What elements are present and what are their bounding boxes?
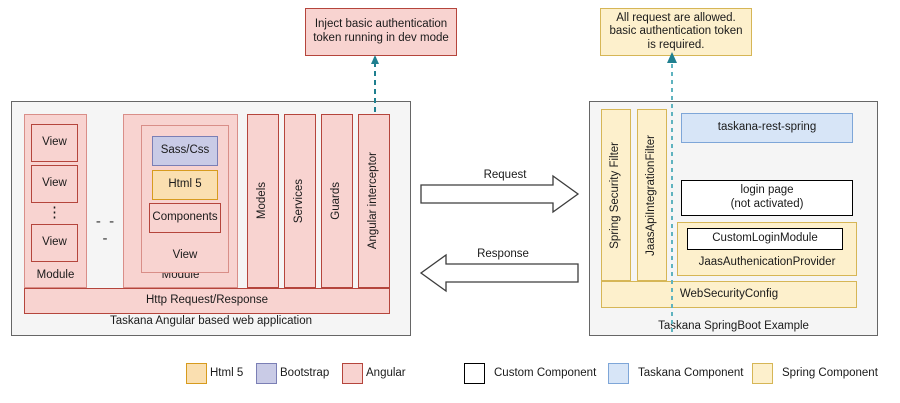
module-b-item-components: Components bbox=[149, 203, 221, 233]
module-b-item-sass-css-label: Sass/Css bbox=[160, 144, 210, 157]
custom-login-module-box: CustomLoginModule bbox=[687, 228, 843, 250]
filter-spring-security: Spring Security Filter bbox=[601, 109, 631, 281]
legend-label-angular: Angular bbox=[366, 367, 406, 379]
jaas-authentication-provider-caption: JaasAuthenicationProvider bbox=[698, 256, 836, 268]
callout-inject-token-text: Inject basic authentication token runnin… bbox=[313, 18, 449, 44]
legend-label-spring-component: Spring Component bbox=[782, 367, 878, 379]
legend-label-custom-component: Custom Component bbox=[494, 367, 597, 379]
module-a-view-3: View bbox=[31, 224, 78, 262]
right-panel-caption: Taskana SpringBoot Example bbox=[658, 320, 809, 332]
legend-swatch-html5 bbox=[186, 363, 207, 384]
filter-jaas-api-integration: JaasApiIntegrationFilter bbox=[637, 109, 667, 281]
module-b-item-components-label: Components bbox=[152, 211, 218, 224]
arrow-request-label: Request bbox=[483, 169, 527, 181]
column-models-label: Models bbox=[256, 182, 269, 220]
filter-jaas-api-integration-label: JaasApiIntegrationFilter bbox=[645, 134, 658, 256]
login-page-line1: login page bbox=[740, 184, 794, 197]
legend-label-html5: Html 5 bbox=[210, 367, 244, 379]
login-page-line2: (not activated) bbox=[730, 198, 804, 210]
module-b-item-html5: Html 5 bbox=[152, 170, 218, 200]
left-panel-caption: Taskana Angular based web application bbox=[109, 315, 313, 327]
module-a-view-1: View bbox=[31, 124, 78, 162]
module-a-caption: Module bbox=[36, 269, 75, 281]
arrow-response-label: Response bbox=[477, 248, 529, 260]
login-page-box: login page (not activated) bbox=[681, 180, 853, 216]
custom-login-module-label: CustomLoginModule bbox=[712, 232, 818, 245]
column-models: Models bbox=[247, 114, 279, 288]
web-security-config-box: WebSecurityConfig bbox=[601, 281, 857, 308]
http-request-response-bar: Http Request/Response bbox=[24, 288, 390, 314]
http-request-response-label: Http Request/Response bbox=[145, 294, 269, 307]
module-b-view-caption: View bbox=[172, 249, 198, 261]
legend-swatch-taskana-component bbox=[608, 363, 629, 384]
module-b-item-html5-label: Html 5 bbox=[168, 178, 202, 191]
module-separator-ellipsis: - - - bbox=[95, 213, 117, 247]
taskana-rest-spring-label: taskana-rest-spring bbox=[717, 121, 817, 134]
module-a-view-1-label: View bbox=[42, 136, 67, 149]
legend-label-bootstrap: Bootstrap bbox=[280, 367, 330, 379]
web-security-config-label: WebSecurityConfig bbox=[679, 287, 779, 300]
legend-label-taskana-component: Taskana Component bbox=[638, 367, 744, 379]
callout-all-requests-allowed-text: All request are allowed. basic authentic… bbox=[609, 11, 743, 51]
column-angular-interceptor: Angular interceptor bbox=[358, 114, 390, 288]
column-angular-interceptor-label: Angular interceptor bbox=[367, 152, 380, 250]
module-a-view-3-label: View bbox=[42, 236, 67, 249]
column-services: Services bbox=[284, 114, 316, 288]
module-a-vertical-ellipsis: ⋮ bbox=[47, 204, 62, 221]
module-b-item-sass-css: Sass/Css bbox=[152, 136, 218, 166]
callout-all-requests-allowed: All request are allowed. basic authentic… bbox=[600, 8, 752, 56]
legend-swatch-custom-component bbox=[464, 363, 485, 384]
arrow-request bbox=[420, 174, 580, 214]
column-guards-label: Guards bbox=[330, 182, 343, 220]
legend-swatch-angular bbox=[342, 363, 363, 384]
module-a-view-2-label: View bbox=[42, 177, 67, 190]
column-guards: Guards bbox=[321, 114, 353, 288]
callout-inject-token: Inject basic authentication token runnin… bbox=[305, 8, 457, 56]
arrow-response bbox=[419, 253, 579, 293]
taskana-rest-spring-box: taskana-rest-spring bbox=[681, 113, 853, 143]
legend-swatch-bootstrap bbox=[256, 363, 277, 384]
column-services-label: Services bbox=[293, 178, 306, 224]
filter-spring-security-label: Spring Security Filter bbox=[609, 141, 622, 249]
legend-swatch-spring-component bbox=[752, 363, 773, 384]
module-a-view-2: View bbox=[31, 165, 78, 203]
